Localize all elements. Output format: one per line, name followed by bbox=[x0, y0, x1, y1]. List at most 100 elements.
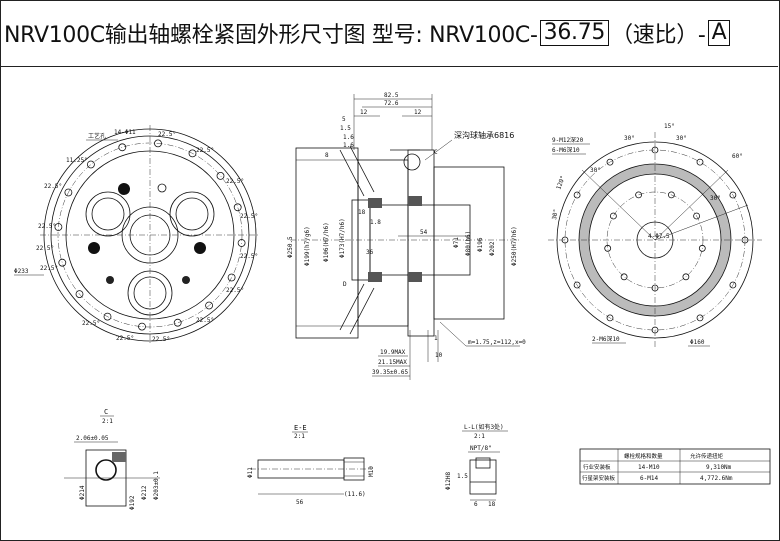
process-hole-label: 工艺孔 bbox=[88, 132, 106, 140]
hole-spec-label: 4-Φ7.5 bbox=[648, 233, 670, 240]
bolt-hole bbox=[696, 314, 704, 322]
angle-ray bbox=[581, 169, 656, 241]
thread-label: NPT/8" bbox=[470, 445, 492, 452]
bolt-hole bbox=[173, 318, 182, 327]
thread-hole bbox=[693, 212, 700, 220]
dim-54: 54 bbox=[420, 229, 428, 236]
angle-label: 30° bbox=[590, 167, 601, 174]
dia-196: Φ196 bbox=[477, 237, 484, 252]
detail-l-l: L-L(如有3处) 2:1 NPT/8" Φ12H8 1.5 6 18 bbox=[445, 423, 508, 508]
dim-1-5: 1.5 bbox=[340, 125, 351, 132]
thread-hole bbox=[610, 212, 617, 220]
dim-label: 56 bbox=[296, 499, 304, 506]
angle-label: 30° bbox=[624, 135, 635, 142]
bolt-holes bbox=[54, 139, 246, 331]
thread-hole bbox=[668, 191, 675, 199]
angle-label: 30° bbox=[710, 195, 721, 202]
dim-label: Φ11 bbox=[247, 467, 254, 478]
thread-spec-label: 9-M12深20 bbox=[552, 136, 584, 144]
thread-hole bbox=[604, 244, 612, 252]
dim-1-6: 1.6 bbox=[343, 142, 354, 149]
table-cell: 行星架安装板 bbox=[582, 474, 616, 482]
bolt-hole bbox=[54, 223, 63, 231]
bolt-hole bbox=[233, 203, 242, 212]
dim-36: 36 bbox=[366, 249, 374, 256]
bolt-hole bbox=[103, 312, 112, 321]
section-view: 82.5 72.6 12 12 5 1.5 1.6 1.6 8 bbox=[287, 92, 526, 380]
small-hole bbox=[157, 183, 167, 193]
angle-ray bbox=[654, 204, 749, 241]
pin-hole bbox=[106, 276, 114, 284]
detail-scale: 2:1 bbox=[294, 433, 305, 440]
bolt-hole bbox=[729, 191, 737, 199]
thread-hole bbox=[620, 273, 628, 281]
thread-hole bbox=[698, 244, 706, 252]
output-flange bbox=[407, 149, 435, 337]
diameter-label: Φ160 bbox=[690, 339, 705, 346]
angle-label: 11.25° bbox=[66, 157, 88, 164]
bolt-hole bbox=[138, 322, 146, 331]
angle-label: 22.5° bbox=[82, 320, 100, 327]
seal-circle bbox=[403, 153, 421, 171]
dim-1-8: 1.8 bbox=[370, 219, 381, 226]
bolt-hole bbox=[154, 139, 162, 148]
dim-label: Φ212 bbox=[141, 485, 148, 500]
bolt-spec-table: 螺栓规格和数量 允许传递扭矩 行业安装板 14-M10 9,310Nm 行星架安… bbox=[579, 448, 771, 485]
pin-hole bbox=[88, 242, 100, 254]
dia-250: Φ250(H7/h6) bbox=[511, 226, 518, 266]
title-bar: NRV100C输出轴螺栓紧固外形尺寸图 型号: NRV100C- 36.75 （… bbox=[0, 0, 778, 67]
bolt-hole bbox=[118, 143, 127, 152]
planet-gear-left bbox=[85, 191, 131, 237]
dia-173: Φ173(H7/h6) bbox=[339, 218, 346, 258]
bolt-hole bbox=[606, 158, 614, 166]
angle-label: 22.5° bbox=[240, 253, 258, 260]
hatched-region bbox=[112, 452, 126, 462]
dia-71: Φ71 bbox=[453, 237, 460, 248]
dim-8: 8 bbox=[325, 152, 329, 159]
angle-label: 22.5° bbox=[196, 147, 214, 154]
angle-label: 30° bbox=[551, 208, 560, 220]
left-front-view: 22.5° 22.5° 22.5° 22.5° 22.5° 22.5° 22.5… bbox=[14, 125, 260, 345]
bolt-hole bbox=[188, 149, 197, 158]
detail-title: C bbox=[104, 408, 108, 416]
table-cell: 6-M14 bbox=[640, 475, 658, 482]
bolt-hole bbox=[64, 188, 73, 197]
detail-scale: 2:1 bbox=[474, 433, 485, 440]
hatch bbox=[339, 149, 365, 197]
detail-scale: 2:1 bbox=[102, 418, 113, 425]
dim-12-left: 12 bbox=[360, 109, 368, 116]
bolt-hole bbox=[237, 239, 246, 247]
dim-18: 18 bbox=[358, 209, 366, 216]
bearing-bottom bbox=[368, 272, 382, 282]
thread-spec-label: 2-M6深10 bbox=[592, 335, 620, 343]
bolt-hole bbox=[87, 160, 95, 169]
dim-label: Φ12H8 bbox=[445, 472, 452, 490]
ratio-box: 36.75 bbox=[539, 20, 610, 46]
thread-hole bbox=[635, 191, 642, 199]
angle-label: 22.5° bbox=[152, 336, 170, 343]
dim-label: 1.5 bbox=[457, 473, 468, 480]
angle-label: 22.5° bbox=[196, 317, 214, 324]
detail-title: E-E bbox=[294, 424, 307, 432]
dia-199: Φ199(h7/g6) bbox=[304, 226, 311, 266]
groove-circle bbox=[95, 459, 117, 481]
title-main: NRV100C输出轴螺栓紧固外形尺寸图 型号: NRV100C- bbox=[4, 23, 538, 48]
leader-line bbox=[424, 139, 453, 161]
dia-202: Φ202 bbox=[489, 241, 496, 256]
table-cell: 行业安装板 bbox=[583, 463, 611, 471]
housing-mid bbox=[357, 159, 409, 327]
dia-80: Φ80(h6) bbox=[465, 231, 472, 256]
bearing-top bbox=[408, 196, 422, 206]
dim-label: M10 bbox=[368, 466, 375, 477]
detail-title: L-L(如有3处) bbox=[464, 423, 504, 431]
dim-label: 6 bbox=[474, 501, 478, 508]
right-rear-view: 15° 30° 30° 60° 30° 30° 120° 30° 9-M12深2… bbox=[548, 123, 762, 348]
bolt-hole bbox=[75, 290, 84, 299]
dim-19-9: 19.9MAX bbox=[380, 349, 406, 356]
port-body bbox=[469, 459, 497, 495]
angle-label: 22.5° bbox=[38, 223, 56, 230]
angle-label: 22.5° bbox=[44, 183, 62, 190]
table-border bbox=[579, 448, 771, 485]
leader-line bbox=[439, 321, 467, 347]
